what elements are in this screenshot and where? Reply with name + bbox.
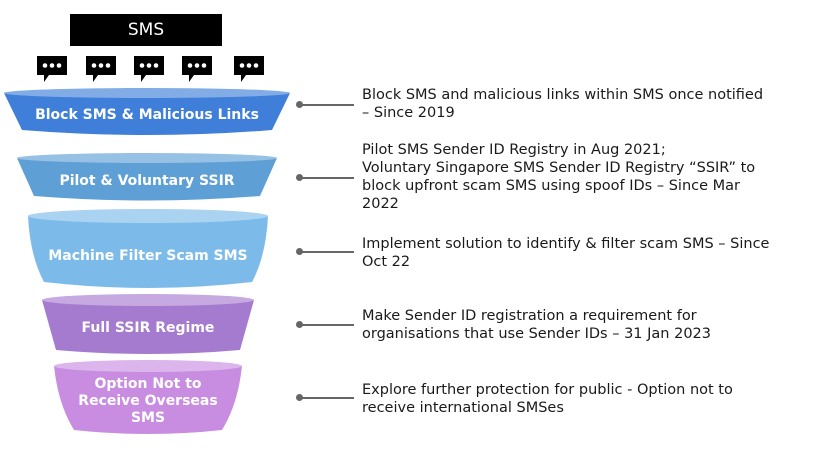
connector-dot-1 bbox=[296, 101, 303, 108]
connector-line-5 bbox=[300, 397, 354, 399]
tier-description-2: Pilot SMS Sender ID Registry in Aug 2021… bbox=[362, 142, 756, 212]
message-bubble-icon bbox=[180, 55, 214, 83]
tier-description-1: Block SMS and malicious links within SMS… bbox=[362, 87, 764, 121]
message-bubble-icon bbox=[232, 55, 266, 83]
tier-description-3: Implement solution to identify & filter … bbox=[362, 236, 770, 270]
connector-dot-4 bbox=[296, 321, 303, 328]
message-bubble-icon bbox=[35, 55, 69, 83]
message-bubble-icon bbox=[132, 55, 166, 83]
tier-label-4: Full SSIR Regime bbox=[81, 319, 215, 336]
connector-dot-5 bbox=[296, 394, 303, 401]
funnel-tier-5 bbox=[54, 360, 242, 434]
tier-label-3: Machine Filter Scam SMS bbox=[48, 247, 248, 264]
connector-dot-3 bbox=[296, 248, 303, 255]
tier-label-5: Option Not to Receive Overseas SMS bbox=[78, 375, 218, 426]
connector-line-4 bbox=[300, 324, 354, 326]
funnel-tier-3 bbox=[28, 209, 268, 288]
tier-label-2: Pilot & Voluntary SSIR bbox=[59, 172, 235, 189]
sms-header-label: SMS bbox=[70, 14, 222, 46]
funnel-tier-1 bbox=[4, 88, 290, 135]
tier-description-5: Explore further protection for public - … bbox=[362, 382, 733, 416]
funnel-tier-2 bbox=[17, 153, 277, 201]
funnel-tier-4 bbox=[42, 294, 254, 354]
sms-header-text: SMS bbox=[127, 20, 165, 40]
connector-dot-2 bbox=[296, 174, 303, 181]
connector-line-3 bbox=[300, 251, 354, 253]
tier-description-4: Make Sender ID registration a requiremen… bbox=[362, 308, 711, 342]
connector-line-2 bbox=[300, 177, 354, 179]
connector-line-1 bbox=[300, 104, 354, 106]
message-bubble-icon bbox=[84, 55, 118, 83]
tier-label-1: Block SMS & Malicious Links bbox=[35, 106, 259, 123]
